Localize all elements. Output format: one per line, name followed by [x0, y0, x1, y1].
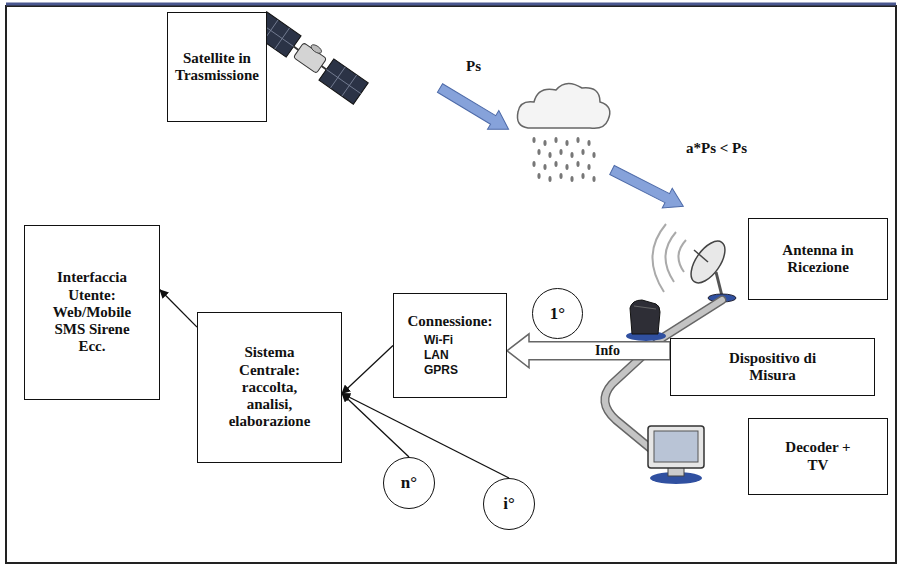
- node-subtext: Wi-Fi LAN GPRS: [424, 333, 476, 378]
- node-text: 1°: [550, 304, 565, 324]
- frame-part: [6, 3, 896, 6]
- node-content: Satellite in Trasmissione: [175, 50, 259, 85]
- output-arrow: [160, 290, 197, 327]
- callout-circle: n°: [383, 457, 435, 509]
- rain-cloud-part: [532, 137, 595, 182]
- satellite-icon-part: [319, 59, 368, 104]
- radio-waves-part: [652, 224, 666, 292]
- satellite-icon: [252, 11, 369, 104]
- rain-cloud-part-part: [559, 173, 562, 179]
- node-content: 1°: [550, 304, 565, 324]
- node-text: n°: [401, 473, 417, 493]
- rain-cloud-part-part: [576, 161, 579, 167]
- frame-part: [6, 6, 896, 563]
- satellite-icon-part: [321, 66, 326, 69]
- node-text: Decoder + TV: [785, 439, 851, 474]
- node-content: n°: [401, 473, 417, 493]
- node-text: Connessione:: [407, 313, 492, 330]
- info-arrow: [507, 334, 670, 368]
- rain-cloud-part-part: [548, 152, 551, 158]
- satellite-icon-part: [293, 43, 326, 74]
- satellite-icon-part: [326, 69, 360, 93]
- decoder-box: Decoder + TV: [748, 418, 888, 495]
- measuring-device-part: [634, 306, 656, 309]
- rain-cloud-part-part: [537, 173, 540, 179]
- node-text: Satellite in Trasmissione: [175, 50, 259, 85]
- rain-cloud-part-part: [554, 137, 557, 143]
- central-system-box: Sistema Centrale: raccolta, analisi, ela…: [197, 312, 342, 463]
- satellite-icon-part: [294, 47, 299, 50]
- dish-antenna-part: [716, 272, 722, 296]
- dish-antenna: [684, 235, 736, 302]
- signal-arrow-part: [607, 160, 688, 216]
- rain-cloud-part-part: [565, 164, 568, 170]
- node-content: Interfaccia Utente: Web/Mobile SMS Siren…: [42, 269, 142, 355]
- dish-antenna-part: [684, 235, 731, 288]
- tv-monitor-part: [648, 426, 704, 468]
- signal-arrow: [607, 160, 688, 216]
- rain-cloud-part-part: [592, 152, 595, 158]
- data-arrow: [342, 394, 409, 458]
- node-content: Sistema Centrale: raccolta, analisi, ela…: [222, 344, 318, 430]
- device-box: Dispositivo di Misura: [670, 338, 875, 396]
- rain-cloud-part-part: [592, 176, 595, 182]
- rain-cloud-part-part: [543, 164, 546, 170]
- callout-circle: i°: [483, 478, 535, 530]
- rain-cloud-part-part: [537, 149, 540, 155]
- tv-monitor: [648, 426, 704, 484]
- node-text: i°: [503, 494, 515, 514]
- rain-cloud-part-part: [587, 140, 590, 146]
- rain-cloud-part-part: [543, 140, 546, 146]
- node-content: Dispositivo di Misura: [728, 350, 818, 385]
- radio-waves-part: [678, 240, 686, 272]
- node-text: Antenna in Ricezione: [778, 242, 858, 277]
- data-arrow: [342, 346, 393, 394]
- rain-cloud-part: [517, 83, 609, 128]
- satellite-icon-part: [310, 43, 323, 55]
- frame: [6, 4, 896, 563]
- rain-cloud-part-part: [581, 173, 584, 179]
- tv-monitor-part: [654, 431, 698, 462]
- antenna-box: Antenna in Ricezione: [748, 218, 888, 300]
- node-text: Sistema Centrale: raccolta, analisi, ela…: [222, 344, 318, 430]
- radio-waves-part: [665, 232, 676, 282]
- node-content: i°: [503, 494, 515, 514]
- rain-cloud: [517, 83, 609, 182]
- node-content: Antenna in Ricezione: [778, 242, 858, 277]
- rain-cloud-part-part: [532, 137, 535, 143]
- measuring-device: [626, 300, 666, 341]
- rain-cloud-part-part: [570, 176, 573, 182]
- node-text: Interfaccia Utente: Web/Mobile SMS Siren…: [42, 269, 142, 355]
- node-text: Dispositivo di Misura: [728, 350, 818, 385]
- rain-cloud-part-part: [554, 161, 557, 167]
- user-interface-box: Interfaccia Utente: Web/Mobile SMS Siren…: [24, 225, 160, 400]
- rain-cloud-part-part: [559, 149, 562, 155]
- dish-antenna-part: [694, 250, 708, 262]
- rain-cloud-part-part: [532, 161, 535, 167]
- node-content: Connessione: Wi-Fi LAN GPRS: [407, 313, 492, 378]
- measuring-device-part: [630, 300, 660, 334]
- callout-circle: 1°: [532, 288, 583, 339]
- power-label: Ps: [466, 58, 481, 75]
- rain-cloud-part-part: [581, 149, 584, 155]
- signal-arrow-part: [434, 79, 514, 139]
- rain-cloud-part-part: [570, 152, 573, 158]
- rain-cloud-part-part: [548, 176, 551, 182]
- edge-label: Info: [593, 343, 622, 359]
- rain-cloud-part-part: [565, 140, 568, 146]
- satellite-box: Satellite in Trasmissione: [167, 12, 267, 122]
- node-content: Decoder + TV: [785, 439, 851, 474]
- signal-arrow: [434, 79, 514, 139]
- rain-cloud-part-part: [587, 164, 590, 170]
- radio-waves: [652, 224, 686, 292]
- connection-box: Connessione: Wi-Fi LAN GPRS: [393, 293, 507, 398]
- rain-cloud-part-part: [576, 137, 579, 143]
- power-label: a*Ps < Ps: [686, 140, 747, 157]
